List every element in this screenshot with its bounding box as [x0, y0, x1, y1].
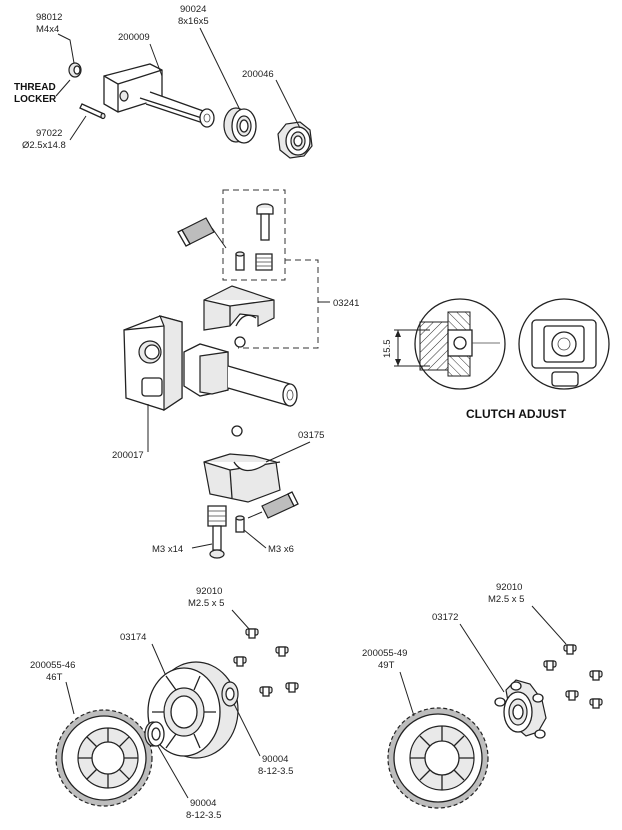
upper-clamp — [203, 285, 275, 331]
bearing-90024 — [223, 107, 257, 144]
screws-left-size-label: M2.5 x 5 — [188, 598, 224, 609]
thread-locker-tube-icon — [177, 217, 227, 249]
slipper-shaft — [183, 343, 298, 407]
gear46-teeth-label: 46T — [46, 672, 63, 683]
housing-id-label: 03174 — [120, 632, 146, 643]
bearing-id-label: 90024 — [180, 4, 206, 15]
carrier-id-label: 200017 — [112, 450, 144, 461]
ball-lower — [231, 425, 243, 437]
bearing-left-90004 — [144, 721, 165, 747]
leader-hub — [459, 623, 505, 693]
screws-right-size-label: M2.5 x 5 — [488, 594, 524, 605]
spring-upper — [255, 253, 273, 271]
leader-shaft — [149, 43, 163, 77]
bracket-line — [238, 259, 319, 349]
dimension-value: 15.5 — [382, 340, 393, 359]
pin-size-label: Ø2.5x14.8 — [22, 140, 66, 151]
hub-id-label: 03172 — [432, 612, 458, 623]
clutch-section-view — [414, 298, 506, 390]
set-screw-upper — [235, 251, 245, 271]
leader-screws-right — [531, 605, 567, 645]
bearing-right-size-label: 8-12-3.5 — [258, 766, 293, 777]
screws-left-id-label: 92010 — [196, 586, 222, 597]
locknut-200046 — [277, 121, 313, 159]
ball-upper — [234, 336, 246, 348]
set-screw-lower — [235, 515, 245, 533]
screw-set-left — [233, 628, 299, 697]
leader-bearing — [199, 27, 241, 111]
leader-screws-left — [231, 609, 251, 631]
gear46-id-label: 200055-46 — [30, 660, 75, 671]
leader-lower-clamp — [265, 441, 311, 463]
spring-lower — [207, 505, 227, 527]
clamp-set-id-label: 03241 — [333, 298, 359, 309]
bearing-left-id-label: 90004 — [190, 798, 216, 809]
thread-locker-label-2: LOCKER — [14, 94, 57, 105]
leader-locknut — [275, 79, 301, 129]
dimension-marker — [394, 329, 430, 367]
gear-49t — [387, 707, 489, 809]
nut-98012 — [68, 62, 82, 78]
screw-size-label: M3 x14 — [152, 544, 183, 555]
leader-thread-locker — [55, 79, 71, 97]
gear49-id-label: 200055-49 — [362, 648, 407, 659]
gear49-teeth-label: 49T — [378, 660, 395, 671]
leader-nut — [57, 33, 75, 64]
carrier-200017 — [123, 315, 183, 412]
leader-screw — [191, 543, 213, 549]
hub-03172 — [494, 679, 547, 739]
nut-size-label: M4x4 — [36, 24, 59, 35]
cap-screw — [256, 203, 274, 241]
thread-locker-label-1: THREAD — [14, 82, 56, 93]
thread-locker-tube-icon — [247, 491, 299, 519]
gear-46t — [55, 709, 153, 807]
locknut-id-label: 200046 — [242, 69, 274, 80]
leader-housing — [151, 643, 167, 677]
slipper-housing-03174 — [147, 661, 239, 759]
pin-id-label: 97022 — [36, 128, 62, 139]
bearing-size-label: 8x16x5 — [178, 16, 209, 27]
bearing-left-size-label: 8-12-3.5 — [186, 810, 221, 821]
screw-set-right — [543, 644, 603, 709]
clutch-front-view — [518, 298, 610, 390]
setscrew-size-label: M3 x6 — [268, 544, 294, 555]
bearing-right-id-label: 90004 — [262, 754, 288, 765]
clamp-lower-id-label: 03175 — [298, 430, 324, 441]
leader-gear49 — [399, 671, 415, 717]
leader-pin — [69, 115, 87, 141]
leader-bearing-left — [157, 745, 189, 799]
clutch-adjust-title: CLUTCH ADJUST — [466, 407, 567, 421]
lower-clamp-03175 — [203, 453, 281, 503]
hardware-box — [222, 189, 286, 281]
screws-right-id-label: 92010 — [496, 582, 522, 593]
leader-setscrew — [243, 529, 267, 549]
screw-lower — [209, 525, 225, 559]
shaft-200009 — [103, 63, 215, 128]
pin-97022 — [79, 103, 106, 120]
nut-id-label: 98012 — [36, 12, 62, 23]
shaft-id-label: 200009 — [118, 32, 150, 43]
leader-gear46 — [65, 681, 75, 715]
leader-bearing-right — [233, 703, 261, 757]
